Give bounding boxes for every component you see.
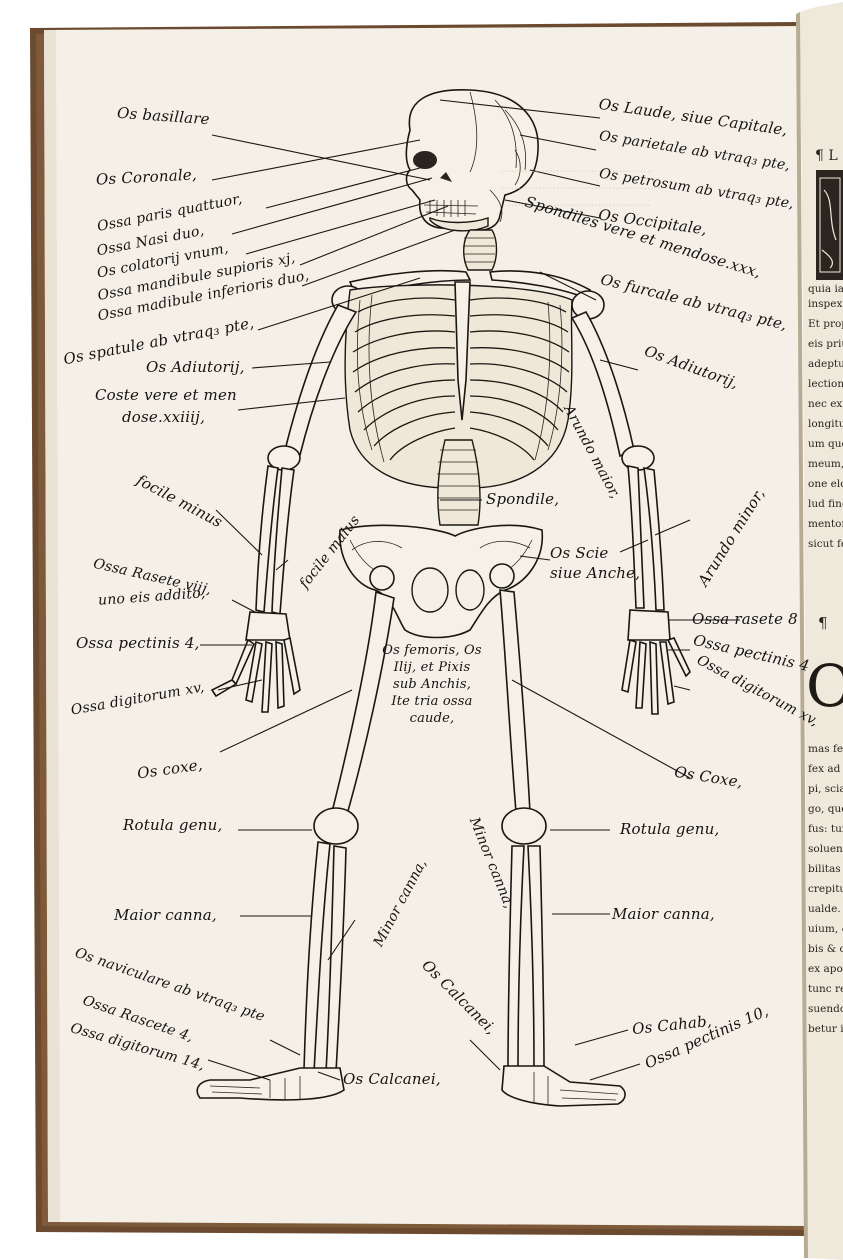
large-initial-o: O (806, 652, 843, 720)
right-page-line: bis & on (808, 943, 843, 955)
right-page-line: pi, sciam (808, 783, 843, 795)
right-page-line: ex apost (808, 963, 843, 975)
femur-note: Os femoris, Os Ilij, et Pixis sub Anchis… (376, 644, 488, 725)
patella-right (501, 807, 547, 845)
hand-right (621, 637, 691, 715)
carpals-left (245, 611, 291, 641)
label-os-calcanei-bottom: Os Calcanei, (343, 1070, 441, 1088)
right-page-line: longitudini (808, 418, 843, 430)
label-maior-canna-right: Maior canna, (612, 905, 715, 923)
right-page-line: inspexerun (808, 298, 843, 310)
lumbar-spine (437, 439, 481, 526)
foot-right (501, 1065, 626, 1107)
foot-left (196, 1067, 345, 1101)
right-page-line: meum, p (808, 458, 843, 470)
patella-left (313, 807, 359, 845)
svg-text:¶ L: ¶ L (815, 148, 838, 164)
right-page-line: go, quoc (808, 803, 843, 815)
label-ossa-rasete-right: Ossa rasete 8 (692, 610, 798, 628)
label-os-adiutorii-left: Os Adiutorij, (146, 358, 245, 376)
label-coste-2: dose.xxiiij, (122, 408, 206, 426)
right-page-line: bilitas ui (808, 863, 843, 875)
right-page-text-top: quia iactan inspexerun Et propter eis pr… (808, 282, 843, 612)
ulna-right (643, 466, 665, 611)
label-rotula-genu-left: Rotula genu, (123, 816, 223, 834)
label-os-scie-1: Os Scie (550, 544, 609, 562)
right-page-line: adeptus fu (808, 358, 843, 370)
right-page (800, 2, 843, 1260)
label-rotula-genu-right: Rotula genu, (620, 820, 720, 838)
neck (463, 229, 498, 271)
femur-note-line: caude, (409, 711, 455, 726)
right-page-line: fex ad ft (808, 763, 843, 775)
right-page-line: lud fine (808, 498, 843, 510)
ribs (352, 297, 570, 461)
radius-right (627, 465, 645, 609)
femur-note-line: Ilij, et Pixis (393, 660, 471, 675)
sternum (454, 281, 471, 421)
label-coste-1: Coste vere et men (95, 386, 237, 404)
right-page-line: ualde. D (808, 903, 843, 915)
right-page-line: crepitus (808, 883, 843, 895)
bleed-through-text: ........................................… (500, 162, 661, 209)
humerus-right (570, 310, 635, 458)
eye-socket (413, 151, 437, 169)
carpals-right (627, 609, 671, 641)
femur-note-line: Os femoris, Os (382, 643, 482, 658)
right-page-line: one elon (808, 478, 843, 490)
right-page-line: tunc red (808, 983, 843, 995)
right-page-line: soluend (808, 843, 843, 855)
right-page-line: suendo e (808, 1003, 843, 1015)
right-page-line: fus: tunc (808, 823, 843, 835)
hand-left (210, 636, 301, 713)
femur-note-line: sub Anchis, (392, 677, 472, 692)
right-page-line: sicut fe (808, 538, 843, 550)
right-page-line: Et propter (808, 318, 843, 330)
svg-text:¶: ¶ (818, 614, 828, 632)
right-page-line: uium, & (808, 923, 843, 935)
right-page-line: mentor (808, 518, 843, 530)
right-page-line: eis priuatu (808, 338, 843, 350)
right-page-line: quia iactan (808, 283, 843, 295)
right-page-line: betur inf (808, 1023, 843, 1035)
right-page-line: nec extrax (808, 398, 843, 410)
label-maior-canna-left: Maior canna, (114, 906, 217, 924)
label-spondile: Spondile, (486, 490, 560, 508)
label-os-scie-2: siue Anche, (550, 564, 641, 582)
right-page-line: lectionis li (808, 378, 843, 390)
right-page-text-bottom: mas ferr fex ad ft pi, sciam go, quoc fu… (808, 742, 843, 1062)
right-page-line: um quoc (808, 438, 843, 450)
label-ossa-pectinis-left: Ossa pectinis 4, (76, 634, 200, 652)
femur-note-line: Ite tria ossa (391, 694, 473, 709)
skeleton-figure (196, 89, 691, 1107)
right-page-line: mas ferr (808, 743, 843, 755)
leader-lines (200, 99, 740, 1081)
